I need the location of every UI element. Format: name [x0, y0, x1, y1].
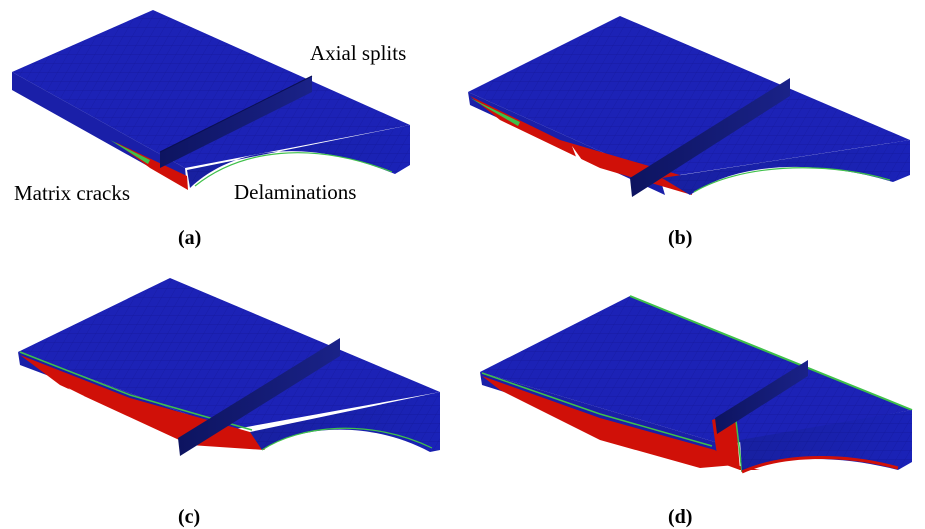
label-axial-splits: Axial splits [310, 41, 406, 65]
panel-a-axial-split [160, 76, 312, 168]
panel-c-axial-split [178, 338, 340, 456]
panel-d [480, 295, 913, 474]
label-matrix-cracks: Matrix cracks [14, 181, 130, 205]
panel-b [468, 16, 910, 197]
panel-a [12, 10, 410, 190]
panel-c [18, 278, 440, 456]
panel-b-matrix-crack-zone [470, 96, 692, 195]
caption-c: (c) [178, 506, 200, 528]
caption-b: (b) [668, 227, 692, 249]
label-delaminations: Delaminations [234, 180, 356, 204]
panel-d-axial-split [715, 360, 808, 434]
caption-d: (d) [668, 506, 692, 528]
panel-d-matrix-crack-zone [482, 376, 760, 470]
caption-a: (a) [178, 227, 201, 249]
panel-b-axial-split [630, 78, 790, 197]
